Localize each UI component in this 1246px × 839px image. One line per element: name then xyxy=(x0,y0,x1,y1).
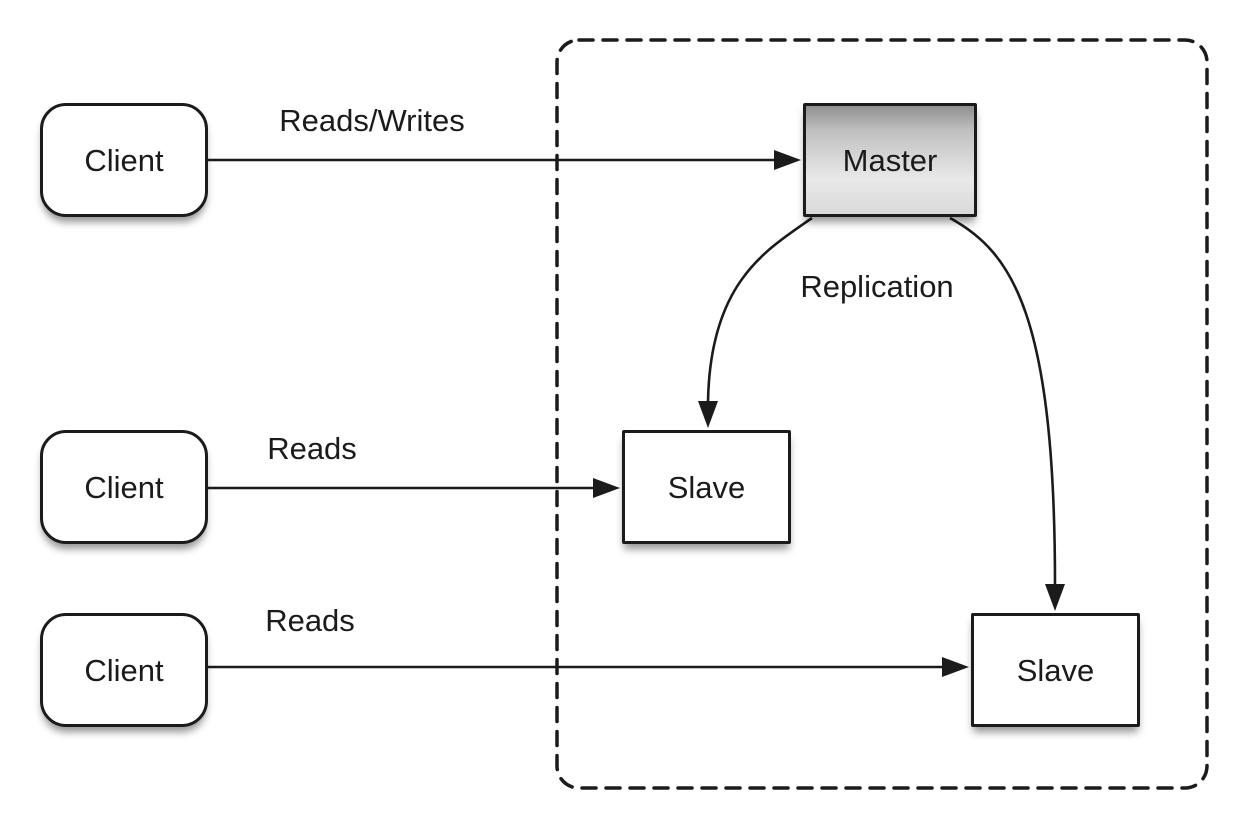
node-client-1-label: Client xyxy=(84,142,164,178)
edge-master-slave1-arrowhead xyxy=(698,401,718,428)
node-slave-1: Slave xyxy=(622,430,791,544)
node-client-2: Client xyxy=(40,430,208,544)
edge-label-reads-bottom: Reads xyxy=(265,603,355,638)
node-slave-2: Slave xyxy=(971,613,1140,727)
node-client-1: Client xyxy=(40,103,208,217)
node-client-3-label: Client xyxy=(84,652,164,688)
cluster-boundary xyxy=(555,38,1209,790)
node-master: Master xyxy=(803,103,977,217)
node-master-label: Master xyxy=(842,142,938,178)
edge-label-reads-writes: Reads/Writes xyxy=(279,103,465,138)
edge-master-slave2-curve xyxy=(949,216,1057,586)
node-slave-1-label: Slave xyxy=(667,469,746,505)
node-slave-2-label: Slave xyxy=(1016,652,1095,688)
node-client-3: Client xyxy=(40,613,208,727)
edge-master-slave1-curve xyxy=(706,216,813,403)
edge-label-reads-middle: Reads xyxy=(267,431,357,466)
edge-client2-slave1-arrowhead xyxy=(593,478,620,498)
node-client-2-label: Client xyxy=(84,469,164,505)
edge-master-slave2-arrowhead xyxy=(1045,584,1065,611)
edge-client1-master-arrowhead xyxy=(774,150,801,170)
edge-client3-slave2-arrowhead xyxy=(942,657,969,677)
edge-label-replication: Replication xyxy=(800,269,954,304)
